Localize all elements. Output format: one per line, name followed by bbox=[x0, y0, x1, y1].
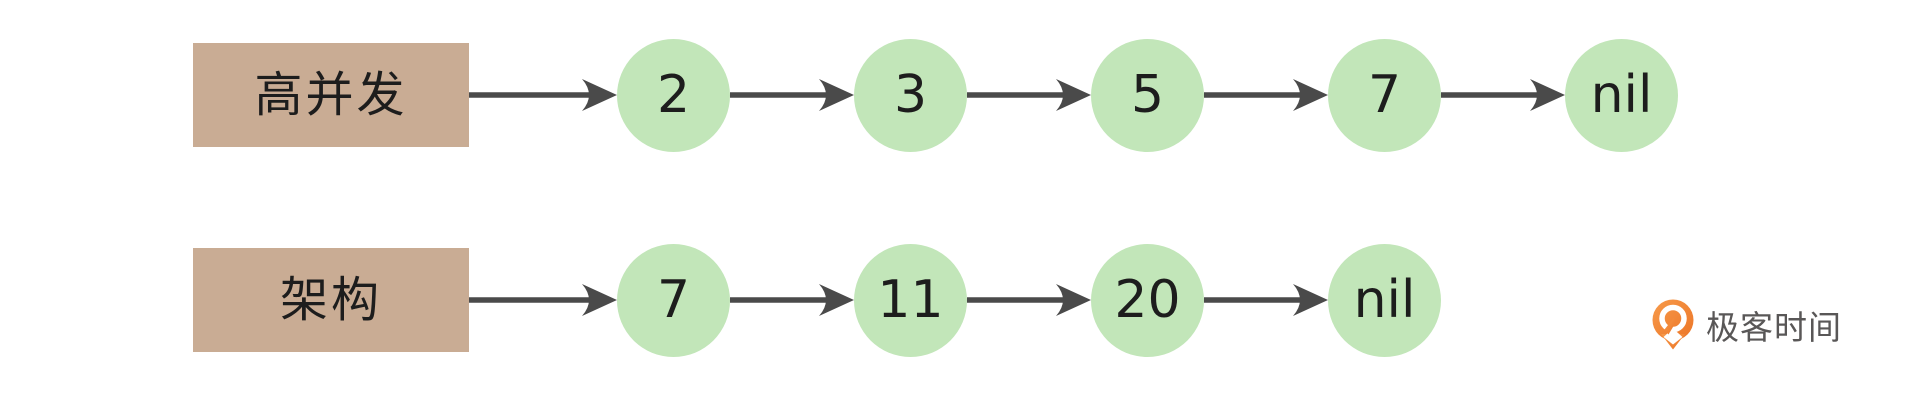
node-circle: 20 bbox=[1091, 243, 1204, 357]
linked-list-row: 高并发 2 3 5 7 nil bbox=[193, 37, 1678, 153]
list-label-text: 高并发 bbox=[254, 67, 408, 123]
geektime-logo-text: 极客时间 bbox=[1706, 308, 1842, 347]
geektime-pin-icon bbox=[1652, 299, 1694, 350]
node-circle: 11 bbox=[854, 243, 967, 357]
node-circle: 7 bbox=[617, 243, 730, 357]
node-circle: nil bbox=[1328, 243, 1441, 357]
list-label-box: 架构 bbox=[193, 248, 469, 352]
list-label-box: 高并发 bbox=[193, 43, 469, 147]
node-value: 2 bbox=[656, 65, 691, 125]
node-value: 5 bbox=[1130, 65, 1165, 125]
node-circle: nil bbox=[1565, 38, 1678, 152]
node-value: 11 bbox=[877, 270, 944, 330]
arrow-icon bbox=[730, 284, 854, 316]
arrow-icon bbox=[730, 79, 854, 111]
arrow-icon bbox=[967, 284, 1091, 316]
list-label-text: 架构 bbox=[279, 272, 382, 328]
node-value: 7 bbox=[656, 270, 691, 330]
node-value: 7 bbox=[1367, 65, 1402, 125]
node-circle: 3 bbox=[854, 38, 967, 152]
node-circle: 5 bbox=[1091, 38, 1204, 152]
arrow-icon bbox=[1204, 284, 1328, 316]
node-value: 3 bbox=[893, 65, 928, 125]
arrow-icon bbox=[967, 79, 1091, 111]
arrow-icon bbox=[1441, 79, 1565, 111]
node-value: nil bbox=[1353, 270, 1416, 330]
node-value: nil bbox=[1590, 65, 1653, 125]
arrow-icon bbox=[1204, 79, 1328, 111]
arrow-icon bbox=[469, 79, 617, 111]
linked-list-row: 架构 7 11 20 nil bbox=[193, 242, 1441, 358]
node-value: 20 bbox=[1114, 270, 1181, 330]
arrow-icon bbox=[469, 284, 617, 316]
node-circle: 2 bbox=[617, 38, 730, 152]
node-circle: 7 bbox=[1328, 38, 1441, 152]
geektime-logo: 极客时间 bbox=[1650, 299, 1842, 352]
